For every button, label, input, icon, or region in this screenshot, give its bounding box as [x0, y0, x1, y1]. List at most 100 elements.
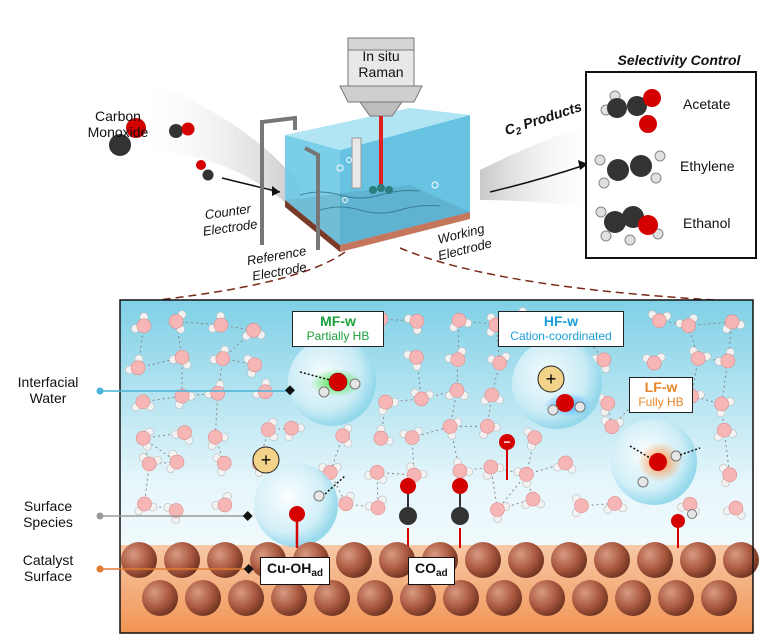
water-molecule: [410, 388, 434, 407]
water-oxygen: [174, 349, 190, 365]
water-oxygen: [213, 317, 229, 333]
water-oxygen: [574, 498, 589, 514]
water-molecule: [600, 416, 625, 435]
water-molecule: [208, 311, 229, 333]
water-oxygen: [681, 318, 696, 334]
species-connector: [96, 511, 253, 521]
acetate-molecule: [600, 89, 661, 133]
cu-atom: [357, 580, 393, 616]
water-oxygen: [130, 360, 146, 376]
water-oxygen: [690, 351, 706, 366]
product-ethanol: Ethanol: [683, 215, 731, 231]
water-molecule: [335, 424, 353, 448]
cu-atom: [508, 542, 544, 578]
carbon-monoxide-line1: Carbon: [95, 108, 141, 124]
catalyst-surface-line2: Surface: [23, 568, 73, 584]
water-molecule: [722, 314, 745, 334]
co-adsorbate-2: [451, 478, 469, 548]
reference-rod: [351, 137, 362, 189]
water-molecule: [482, 459, 505, 480]
water-molecule: [209, 345, 231, 366]
lfw-bubble: [611, 419, 701, 505]
anion-surface: −: [499, 434, 515, 480]
cu-atom: [615, 580, 651, 616]
water-molecule: [403, 350, 424, 371]
water-molecule: [523, 427, 542, 451]
water-oxygen: [174, 388, 190, 404]
co-ad-tag: COad: [408, 557, 455, 585]
cu-atom: [637, 542, 673, 578]
water-molecule: [211, 492, 233, 513]
counter-electrode: [260, 115, 297, 245]
electrochemical-cell: [285, 108, 470, 252]
cu-atom: [551, 542, 587, 578]
water-oxygen: [409, 350, 424, 365]
water-oxygen: [519, 467, 534, 482]
cu-oh-sub: ad: [311, 568, 323, 579]
hbond-line: [214, 393, 219, 438]
water-oxygen: [604, 419, 620, 435]
mfw-tag: MF-w Partially HB: [292, 311, 384, 347]
water-molecule: [487, 352, 511, 371]
water-molecule: [378, 394, 399, 415]
co-molecule-small: [196, 160, 214, 181]
water-molecule: [284, 420, 305, 442]
water-molecule: [135, 427, 154, 451]
water-molecule: [169, 349, 192, 370]
cation-symbol-1: +: [261, 450, 272, 470]
water-oxygen: [216, 455, 232, 471]
water-molecule: [260, 417, 278, 442]
water-connector: [96, 385, 295, 396]
outflow-arrowhead: [578, 160, 588, 170]
water-oxygen: [168, 503, 184, 518]
cu-atom: [701, 580, 737, 616]
water-molecule: [399, 426, 423, 445]
co-ad-main: CO: [415, 560, 436, 576]
cu-atom: [465, 542, 501, 578]
cu-oh-ad-tag: Cu-OHad: [260, 557, 330, 585]
water-oxygen: [246, 323, 261, 338]
water-oxygen: [169, 454, 185, 470]
water-oxygen: [480, 418, 495, 434]
co-ad-sub: ad: [436, 568, 448, 579]
cu-atom: [486, 580, 522, 616]
water-molecule: [714, 396, 735, 418]
ethanol-molecule: [595, 206, 664, 246]
water-molecule: [204, 380, 226, 401]
water-molecule: [318, 462, 342, 480]
water-molecule: [252, 378, 273, 400]
catalyst-connector: [96, 564, 254, 574]
water-molecule: [590, 352, 612, 373]
mfw-name: MF-w: [320, 313, 356, 329]
water-molecule: [571, 494, 589, 518]
cu-oh-bubble: [254, 463, 346, 548]
water-oxygen: [260, 422, 276, 438]
water-oxygen: [483, 459, 499, 475]
zoom-line-right: [399, 247, 753, 303]
water-oxygen: [322, 465, 338, 480]
co-adsorbate-1: [399, 478, 417, 548]
cu-atom: [723, 542, 759, 578]
raman-label: In situ Raman: [350, 48, 412, 80]
water-molecule: [603, 496, 627, 514]
co-molecule-large: [109, 118, 146, 156]
water-oxygen: [490, 502, 505, 517]
carbon-monoxide-label: Carbon Monoxide: [80, 108, 156, 140]
water-molecule: [723, 500, 746, 520]
water-molecule: [719, 463, 738, 487]
water-oxygen: [284, 420, 299, 436]
cu-atom: [271, 580, 307, 616]
water-oxygen: [651, 313, 667, 328]
water-oxygen: [414, 391, 429, 407]
mfw-desc: Partially HB: [306, 329, 370, 343]
water-molecule: [480, 387, 504, 406]
water-molecule: [131, 394, 155, 412]
water-molecule: [130, 312, 152, 334]
ethylene-molecule: [594, 150, 666, 189]
hbond-line: [268, 427, 292, 431]
water-oxygen: [210, 386, 226, 401]
water-oxygen: [720, 353, 736, 369]
water-molecule: [332, 491, 355, 512]
oh-adsorbate-right: [671, 509, 697, 548]
